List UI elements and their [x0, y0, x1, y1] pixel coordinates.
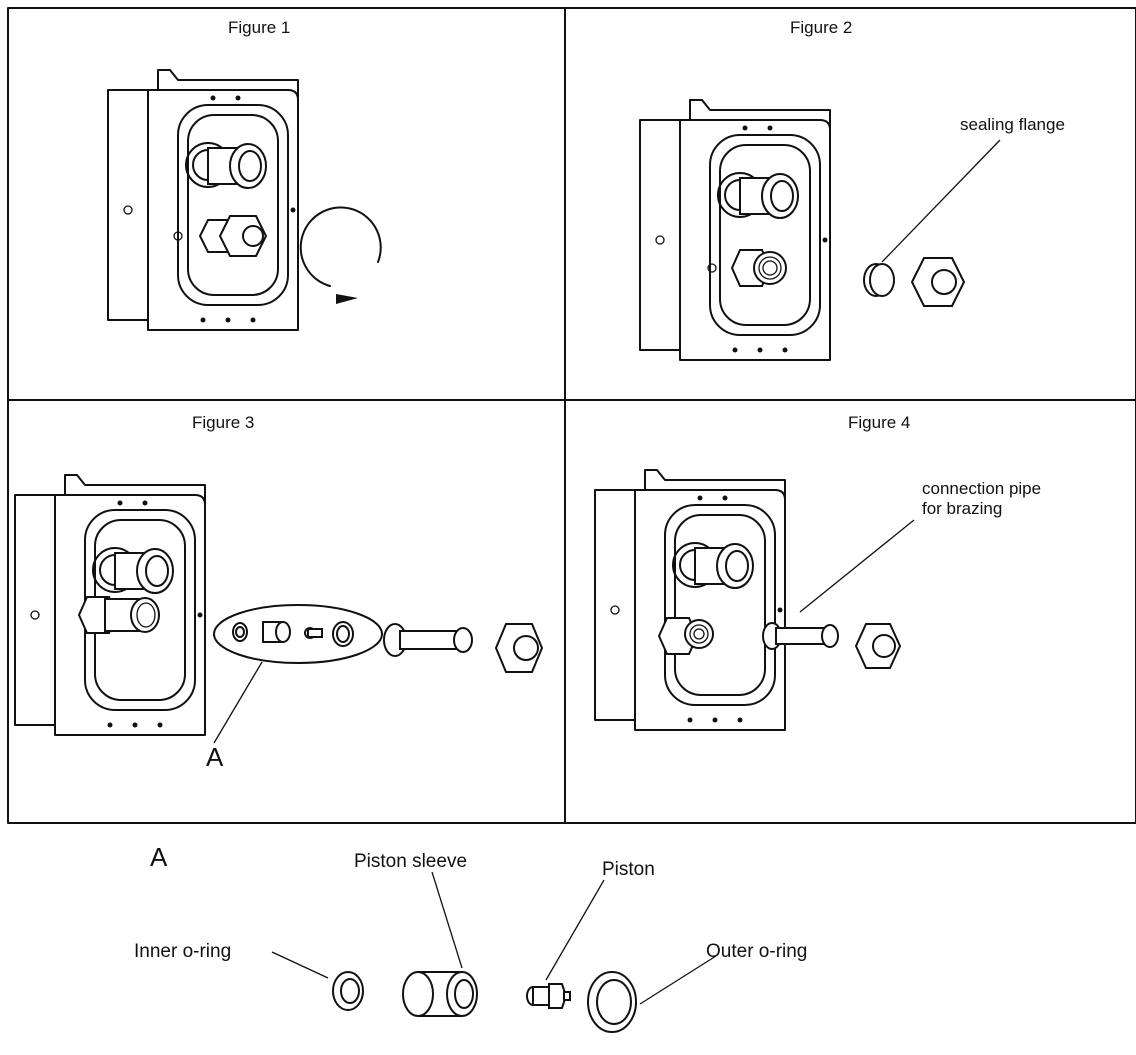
- brazing-pipe-fig4: [762, 622, 839, 650]
- flare-nut-fig3: [494, 623, 544, 673]
- group-a-leader: [213, 661, 263, 744]
- sealing-flange-label: sealing flange: [960, 115, 1065, 134]
- rotation-arrow: [299, 206, 382, 287]
- group-a-parts: [232, 621, 354, 647]
- group-a-label: A: [206, 742, 224, 772]
- inner-oring-part: [332, 971, 364, 1011]
- figure-3-title: Figure 3: [192, 413, 255, 432]
- piston-sleeve-part: [402, 971, 478, 1017]
- figure-2-title: Figure 2: [790, 18, 853, 37]
- connection-pipe-label-line2: for brazing: [922, 499, 1003, 518]
- outer-oring-leader: [639, 955, 717, 1005]
- piston-sleeve-leader: [431, 871, 463, 969]
- piston-part: [526, 983, 571, 1009]
- frame-border: [7, 7, 1136, 824]
- piston-leader: [545, 879, 605, 981]
- brazing-pipe-fig3: [383, 623, 473, 657]
- figure-1-title: Figure 1: [228, 18, 291, 37]
- flare-nut-fig4: [854, 623, 902, 669]
- figure-4-drawing: [594, 469, 786, 731]
- piston-sleeve-label: Piston sleeve: [354, 851, 468, 872]
- figure-3-drawing: [14, 474, 206, 736]
- figure-2-drawing: [639, 99, 831, 361]
- outer-oring-part: [587, 971, 637, 1033]
- sealing-flange-part: [863, 263, 895, 297]
- connection-pipe-label-line1: connection pipe: [922, 479, 1042, 498]
- piston-label: Piston: [602, 859, 655, 880]
- rotation-arrowhead: [336, 294, 358, 304]
- inner-oring-leader: [271, 951, 329, 979]
- outer-oring-label: Outer o-ring: [706, 941, 808, 962]
- group-a-ellipse: [213, 604, 383, 664]
- figure-4-title: Figure 4: [848, 413, 911, 432]
- figure-1-drawing: [107, 69, 299, 331]
- connection-pipe-leader: [799, 519, 915, 613]
- inner-oring-label: Inner o-ring: [134, 941, 232, 962]
- sealing-flange-leader: [881, 139, 1001, 263]
- flare-nut-fig2: [910, 257, 966, 307]
- detail-a-heading: A: [150, 842, 168, 872]
